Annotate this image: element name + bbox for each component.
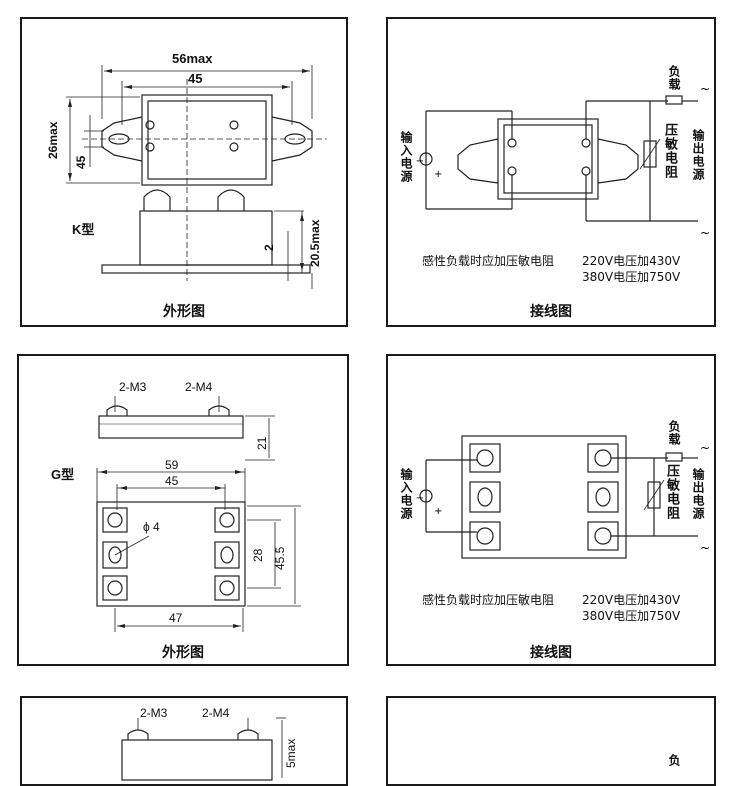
output-power-label: 输出电源	[691, 468, 705, 520]
varistor-label: 压敏电阻	[662, 123, 677, 179]
svg-text:~: ~	[700, 441, 710, 455]
outline-caption: 外形图	[163, 304, 205, 320]
m3-label: 2-M3	[140, 706, 168, 720]
k-type-wiring-drawing: − + ~ ~	[416, 82, 710, 240]
dim-4-5: 45	[74, 155, 88, 169]
g-type-label: G型	[51, 467, 75, 482]
wiring-caption: 接线图	[530, 304, 572, 320]
svg-text:~: ~	[700, 226, 710, 240]
output-power-label: 输出电源	[691, 129, 705, 181]
varistor-note: 感性负载时应加压敏电阻	[422, 254, 555, 268]
svg-text:−: −	[416, 156, 424, 167]
input-power-label: 输入电源	[399, 468, 413, 520]
dim-21: 21	[255, 436, 269, 450]
note-220v: 220V电压加430V	[582, 254, 681, 268]
dim-28: 28	[251, 548, 265, 562]
note-380v: 380V电压加750V	[582, 270, 681, 284]
varistor-note: 感性负载时应加压敏电阻	[422, 593, 555, 607]
dim-45-g: 45	[165, 474, 179, 488]
dim-45-top: 45	[188, 71, 203, 86]
svg-text:~: ~	[700, 82, 710, 96]
g-type-wiring-drawing: − + ~ ~	[416, 435, 710, 559]
load-label: 负载	[667, 65, 681, 91]
dim-phi-4: ϕ 4	[143, 520, 160, 534]
note-380v: 380V电压加750V	[582, 609, 681, 623]
varistor-label: 压敏电阻	[664, 464, 679, 520]
third-outline-panel: 2-M3 2-M4 5max	[20, 696, 348, 786]
g-wiring-caption: 接线图	[530, 645, 572, 661]
g-outline-caption: 外形图	[162, 645, 204, 661]
third-wiring-panel: 负	[386, 696, 716, 786]
k-type-outline-panel: 56max 45 26max 45 K型 2 20.5max 外形图	[20, 17, 348, 327]
k-type-wiring-panel: − + ~ ~ 输入电源 负载 压敏电阻 输出电源 感性负载时应加压敏电阻 22…	[386, 17, 716, 327]
load-label: 负载	[667, 420, 681, 446]
svg-text:+: +	[434, 169, 442, 180]
dim-partial: 5max	[284, 738, 298, 768]
g-type-wiring-panel: − + ~ ~ 输入电源 负载 压敏电阻 输出电源 感性负载时应加压敏电阻 22…	[386, 354, 716, 666]
third-outline-drawing	[121, 717, 286, 781]
k-type-label: K型	[72, 222, 95, 237]
load-label: 负	[667, 754, 681, 767]
svg-text:+: +	[434, 506, 442, 517]
dim-56max: 56max	[172, 51, 213, 66]
g-type-outline-drawing	[96, 396, 301, 632]
dim-59: 59	[165, 458, 179, 472]
input-power-label: 输入电源	[399, 131, 413, 183]
g-type-outline-panel: 2-M3 2-M4 21 G型 59 45 ϕ 4 28 45.5 47 外形图	[17, 354, 349, 666]
m4-label: 2-M4	[202, 706, 230, 720]
dim-20-5max: 20.5max	[308, 219, 322, 267]
k-type-outline-drawing	[66, 65, 327, 289]
m4-label: 2-M4	[185, 380, 213, 394]
svg-text:~: ~	[700, 541, 710, 555]
dim-47: 47	[169, 611, 183, 625]
m3-label: 2-M3	[119, 380, 147, 394]
dim-26max: 26max	[46, 121, 60, 159]
svg-text:−: −	[416, 493, 424, 504]
dim-2: 2	[262, 244, 276, 251]
note-220v: 220V电压加430V	[582, 593, 681, 607]
dim-45-5: 45.5	[273, 546, 287, 570]
